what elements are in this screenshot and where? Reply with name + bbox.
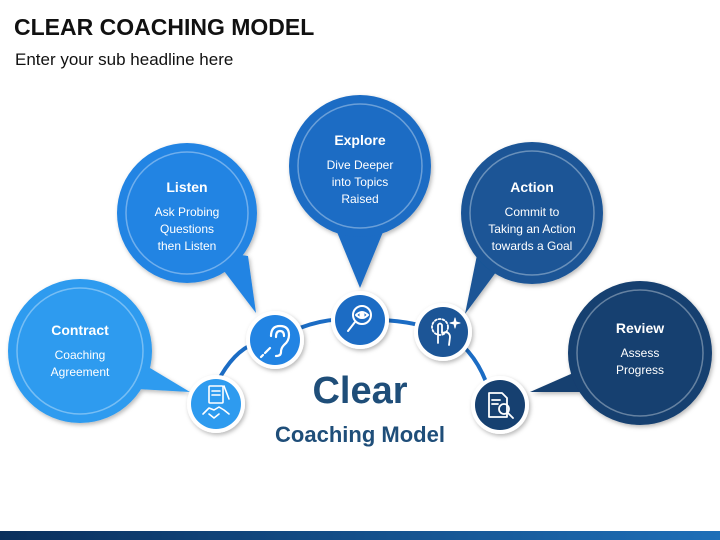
bubble-explore-text: Explore Dive Deeper into Topics Raised <box>298 132 422 208</box>
icon-node-explore <box>331 291 389 349</box>
center-word: Clear <box>312 370 408 412</box>
bottom-accent-bar <box>0 531 720 540</box>
step-title-contract: Contract <box>51 322 109 338</box>
step-desc-review: Assess Progress <box>615 346 665 377</box>
bubble-explore <box>289 95 431 288</box>
bubble-listen <box>117 143 257 313</box>
bubble-action-text: Action Commit to Taking an Action toward… <box>468 179 596 255</box>
bubble-listen-text: Listen Ask Probing Questions then Listen <box>125 179 249 255</box>
touch-hand-icon <box>431 317 461 346</box>
page-title: CLEAR COACHING MODEL <box>14 14 315 40</box>
step-title-action: Action <box>510 179 554 195</box>
bubble-review <box>530 281 712 425</box>
step-desc-explore: Dive Deeper into Topics Raised <box>326 158 394 206</box>
bubble-review-text: Review Assess Progress <box>578 320 702 379</box>
icon-node-contract <box>187 375 245 433</box>
handshake-document-icon <box>202 385 230 419</box>
bubble-action <box>461 142 603 314</box>
document-search-icon <box>488 392 514 419</box>
icon-node-listen <box>246 311 304 369</box>
step-desc-contract: Coaching Agreement <box>50 348 110 379</box>
hearing-ear-icon <box>259 324 291 359</box>
step-title-review: Review <box>615 320 665 336</box>
step-title-explore: Explore <box>334 132 386 148</box>
page-subtitle: Enter your sub headline here <box>15 50 234 69</box>
step-desc-listen: Ask Probing Questions then Listen <box>154 205 220 253</box>
magnifier-eye-icon <box>347 305 372 332</box>
step-desc-action: Commit to Taking an Action towards a Goa… <box>488 205 576 253</box>
center-subtitle: Coaching Model <box>275 422 445 447</box>
step-title-listen: Listen <box>166 179 208 195</box>
bubble-contract-text: Contract Coaching Agreement <box>18 322 142 381</box>
bubble-contract <box>8 279 190 423</box>
